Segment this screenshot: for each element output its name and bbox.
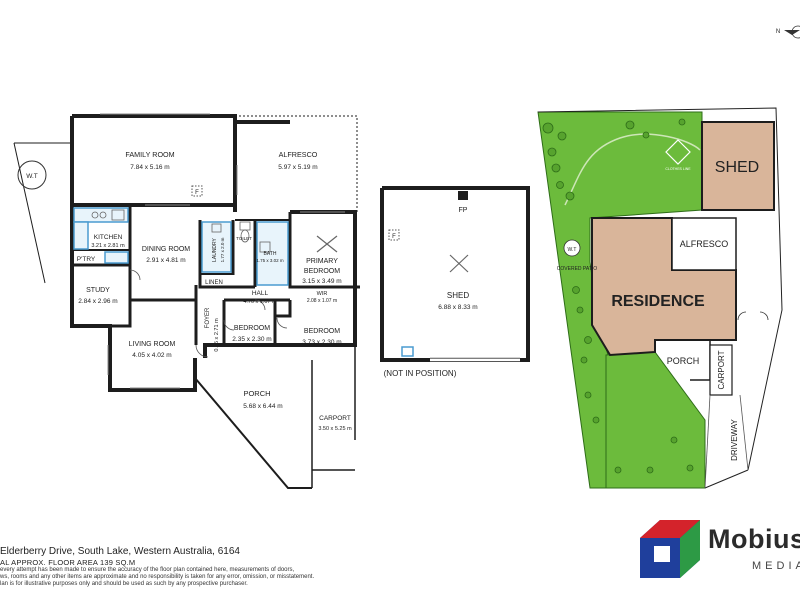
brand-name: Mobius — [708, 524, 800, 554]
fireplace-icon — [458, 191, 468, 200]
room-dims-dining: 2.91 x 4.81 m — [146, 257, 185, 264]
site-shed-label: SHED — [715, 159, 759, 176]
water-tank-icon — [17, 160, 47, 190]
room-name-living: LIVING ROOM — [129, 341, 176, 348]
room-name-kitchen: KITCHEN — [94, 234, 123, 241]
room-dims-porch: 5.68 x 6.44 m — [243, 403, 282, 410]
room-dims-bath: 1.75 x 3.02 m — [256, 258, 284, 263]
room-dims-bedroom-3: 3.73 x 2.30 m — [302, 339, 341, 346]
room-dims-study: 2.84 x 2.96 m — [78, 298, 117, 305]
room-name-hall: HALL — [252, 290, 269, 297]
fireplace-label: FP — [459, 207, 468, 214]
room-name-bedroom-3: BEDROOM — [304, 328, 340, 335]
floor-area-note: AL APPROX. FLOOR AREA 139 SQ.M — [0, 558, 136, 567]
footer-text: Elderberry Drive, South Lake, Western Au… — [0, 546, 340, 589]
site-covered-patio-label: COVERED PATIO — [557, 266, 597, 272]
site-shed — [701, 121, 775, 211]
room-name-laundry: LAUNDRY — [212, 237, 218, 261]
ceiling-fan-icon — [316, 235, 469, 273]
room-dims-primary: 3.15 x 3.49 m — [302, 278, 341, 285]
disclaimer-line-1: every attempt has been made to ensure th… — [0, 567, 295, 573]
room-name-wir: WIR — [317, 291, 328, 297]
shed-walls — [380, 186, 530, 362]
clothesline-icon — [665, 139, 691, 165]
room-name-primary: PRIMARY — [306, 258, 338, 265]
room-dims-hall: 4.70 x 1.07 m — [243, 299, 277, 305]
room-dims-kitchen: 3.21 x 2.81 m — [91, 243, 125, 249]
disclaimer-line-3: lan is for illustrative purposes only an… — [0, 581, 248, 588]
site-clothesline-label: CLOTHES LINE — [665, 167, 691, 171]
site-plan — [537, 25, 800, 489]
windows — [100, 113, 345, 389]
door-swings — [129, 269, 288, 358]
shed-sink-icon — [401, 346, 414, 357]
site-water-tank-icon — [563, 239, 581, 257]
kitchen-cabinets — [73, 207, 289, 286]
room-name-alfresco: ALFRESCO — [279, 150, 318, 159]
room-dims-foyer: 0.95 x 2.71 m — [214, 318, 220, 352]
site-driveway-label: DRIVEWAY — [730, 418, 739, 460]
water-tank-label: W.T — [26, 173, 38, 180]
fixtures — [91, 209, 271, 253]
brand-subtitle: MEDIA — [752, 560, 800, 572]
site-residence-label: RESIDENCE — [611, 293, 705, 310]
shed-fridge-icon — [388, 229, 400, 241]
room-dims-bedroom-2: 2.35 x 2.30 m — [232, 336, 271, 343]
site-alfresco-label: ALFRESCO — [680, 239, 729, 249]
site-carport-label: CARPORT — [717, 350, 726, 389]
property-address: Elderberry Drive, South Lake, Western Au… — [0, 546, 240, 557]
room-name-toilet: TOILET — [236, 236, 252, 241]
shed-note: (NOT IN POSITION) — [384, 369, 457, 378]
room-dims-wir: 2.08 x 1.07 m — [307, 298, 337, 304]
room-name-bedroom-2: BEDROOM — [234, 325, 270, 332]
room-name-bath: BATH — [264, 251, 277, 257]
site-labels: SHED RESIDENCE ALFRESCO CLOTHES LINE W.T… — [557, 29, 780, 461]
room-name-family: FAMILY ROOM — [125, 150, 174, 159]
fridge-label: F — [195, 190, 199, 196]
trees — [542, 118, 694, 474]
room-dims-alfresco: 5.97 x 5.19 m — [278, 164, 317, 171]
shed-dims: 6.88 x 8.33 m — [438, 304, 477, 311]
room-name-pantry: P'TRY — [77, 256, 96, 263]
site-water-tank-label: W.T — [568, 247, 577, 253]
room-dims-family: 7.84 x 5.16 m — [130, 164, 169, 171]
room-name-carport: CARPORT — [319, 415, 351, 422]
room-name-primary-bed: BEDROOM — [304, 268, 340, 275]
room-name-foyer: FOYER — [205, 307, 211, 328]
room-name-dining: DINING ROOM — [142, 246, 190, 253]
fridge-icon — [191, 185, 203, 197]
room-labels: FAMILY ROOM 7.84 x 5.16 m ALFRESCO 5.97 … — [26, 150, 477, 432]
room-name-linen: LINEN — [205, 280, 223, 286]
room-dims-living: 4.05 x 4.02 m — [132, 352, 171, 359]
shed-name: SHED — [447, 291, 469, 300]
north-label: N — [776, 29, 780, 35]
room-name-porch: PORCH — [243, 389, 270, 398]
site-porch-label: PORCH — [667, 356, 700, 366]
room-name-study: STUDY — [86, 287, 110, 294]
shed-fridge-label: F — [392, 234, 396, 240]
house-walls — [13, 114, 360, 489]
disclaimer-line-2: ws, rooms and any other items are approx… — [0, 574, 315, 581]
mobius-logo-icon — [640, 520, 700, 578]
room-dims-carport: 3.50 x 5.25 m — [318, 426, 352, 432]
room-dims-laundry: 1.77 x 2.0 m — [220, 237, 225, 262]
